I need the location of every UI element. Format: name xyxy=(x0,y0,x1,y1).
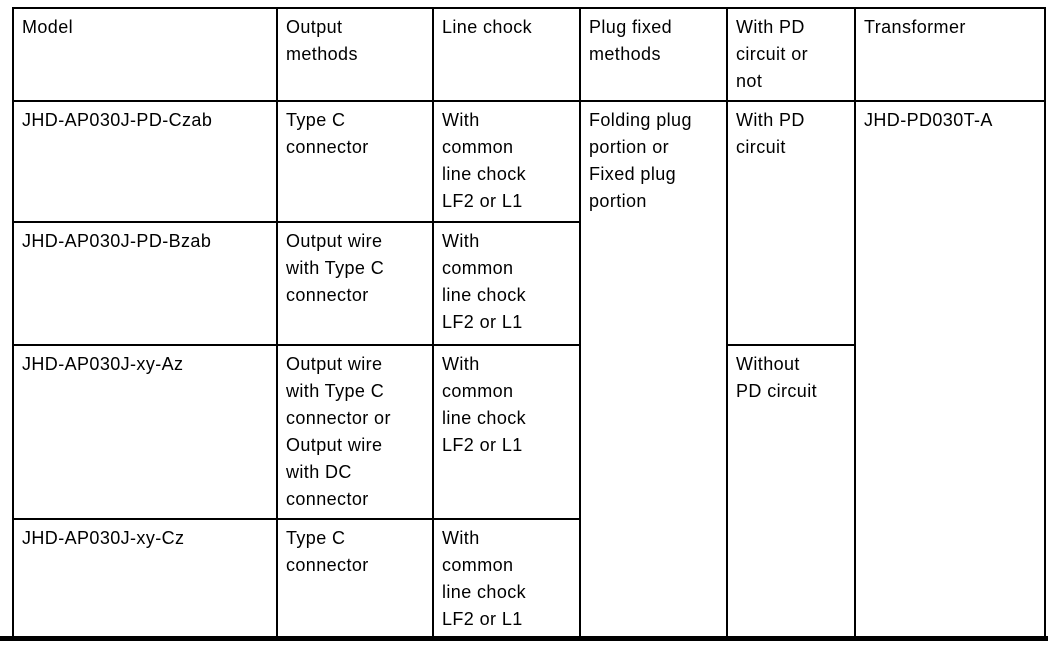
output-methods-cell: Type C connector xyxy=(276,518,434,640)
header-row: Model Output methods Line chock Plug fix… xyxy=(12,7,1046,102)
line-chock-cell: With common line chock LF2 or L1 xyxy=(432,100,581,223)
product-spec-table: Model Output methods Line chock Plug fix… xyxy=(12,7,1046,640)
col-header-line-chock: Line chock xyxy=(432,7,581,102)
col-header-model: Model xyxy=(12,7,278,102)
model-cell: JHD-AP030J-xy-Cz xyxy=(12,518,278,640)
table-row: JHD-AP030J-PD-Bzab Output wire with Type… xyxy=(12,221,1045,346)
model-cell: JHD-AP030J-PD-Czab xyxy=(12,100,278,223)
col-header-output-methods: Output methods xyxy=(276,7,434,102)
plug-fixed-methods-cell: Folding plug portion or Fixed plug porti… xyxy=(579,100,728,640)
table-row: JHD-AP030J-xy-Cz Type C connector With c… xyxy=(12,518,1045,640)
col-header-pd-circuit: With PD circuit or not xyxy=(726,7,856,102)
col-header-plug-fixed-methods: Plug fixed methods xyxy=(579,7,728,102)
transformer-cell: JHD-PD030T-A xyxy=(854,100,1046,640)
model-cell: JHD-AP030J-PD-Bzab xyxy=(12,221,278,346)
line-chock-cell: With common line chock LF2 or L1 xyxy=(432,518,581,640)
output-methods-cell: Type C connector xyxy=(276,100,434,223)
output-methods-cell: Output wire with Type C connector or Out… xyxy=(276,344,434,520)
output-methods-cell: Output wire with Type C connector xyxy=(276,221,434,346)
without-pd-circuit-cell: Without PD circuit xyxy=(726,344,856,640)
col-header-transformer: Transformer xyxy=(854,7,1046,102)
model-cell: JHD-AP030J-xy-Az xyxy=(12,344,278,520)
line-chock-cell: With common line chock LF2 or L1 xyxy=(432,344,581,520)
table-row: JHD-AP030J-PD-Czab Type C connector With… xyxy=(12,100,1046,640)
page-bottom-rule xyxy=(0,636,1048,641)
with-pd-circuit-cell: With PD circuit xyxy=(726,100,856,346)
line-chock-cell: With common line chock LF2 or L1 xyxy=(432,221,581,346)
